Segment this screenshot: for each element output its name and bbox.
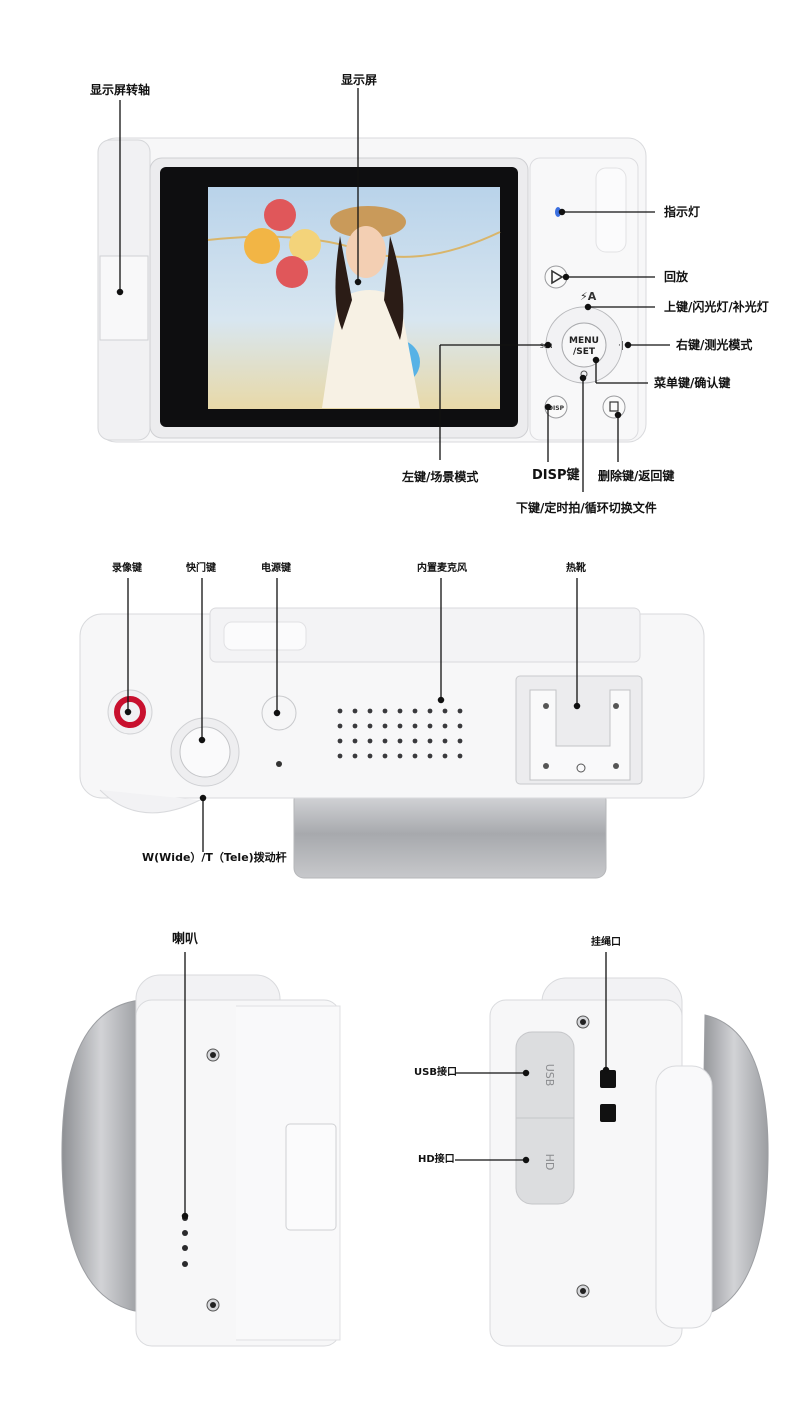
thumb-grip [595,167,627,253]
label-left-key: 左键/场景模式 [402,470,479,484]
balloon-red [264,199,296,231]
balloon-cream [289,229,321,261]
mic-grille [337,708,463,759]
label-strap: 挂绳口 [591,937,621,948]
lens-right-side [699,1014,769,1317]
balloon-yellow [244,228,280,264]
usb-port-text: USB [543,1064,556,1087]
label-mic: 内置麦克风 [417,563,467,574]
hot-shoe-rails [529,689,631,781]
label-power: 电源键 [261,563,291,574]
metering-icon: ·|· [618,341,627,351]
label-up-key: 上键/闪光灯/补光灯 [664,300,769,314]
trash-icon [609,401,619,412]
right-leaders [455,952,610,1164]
right-side-view: USB HD [489,977,769,1347]
left-side-view [61,974,341,1347]
record-button[interactable] [114,696,146,728]
label-right-key: 右键/测光模式 [676,338,753,352]
set-text: /SET [573,347,596,357]
label-delete-key: 删除键/返回键 [598,469,675,483]
top-leaders [124,578,581,852]
face [346,226,386,278]
label-usb: USB接口 [414,1067,457,1078]
label-indicator: 指示灯 [664,205,701,219]
back-leaders [116,88,670,492]
label-hotshoe: 热靴 [566,563,586,574]
lens-left-side [61,999,141,1313]
hair-left [335,236,352,330]
label-screen-hinge: 显示屏转轴 [90,83,151,97]
left-leaders [181,952,189,1220]
indicator-light [555,207,561,217]
strap-lug-bottom [600,1104,616,1122]
label-speaker: 喇叭 [172,932,199,947]
label-disp-key: DISP键 [532,468,580,483]
speaker-holes [182,1215,188,1267]
lens-barrel-top [293,789,607,879]
sun-hat [330,206,406,238]
right-grip [655,1065,713,1329]
strap-lug-top [600,1070,616,1088]
top-view [79,607,705,879]
play-icon [551,269,564,285]
balloon-red-2 [276,256,308,288]
delete-button[interactable] [602,395,626,419]
label-record: 录像键 [112,563,142,574]
shutter-button[interactable] [179,726,231,778]
menu-text: MENU [569,336,599,346]
disp-button-text: DISP [548,405,565,412]
hinge-segment [99,255,149,341]
label-down-key: 下键/定时拍/循环切换文件 [516,501,657,515]
grip-curve [99,789,201,814]
hair-right [384,236,404,340]
screen-hinge-top [223,621,307,651]
label-menu-key: 菜单键/确认键 [654,376,731,390]
label-screen: 显示屏 [341,73,378,87]
power-led [276,761,282,767]
menu-set-button[interactable] [561,322,607,368]
label-playback: 回放 [664,270,689,284]
hd-port-text: HD [543,1154,556,1171]
flash-icon: ⚡A [580,290,597,303]
label-hd: HD接口 [418,1154,455,1165]
left-hinge-tab [285,1123,337,1231]
top-back-ridge [209,607,641,663]
back-view: ⚡A MENU /SET SCN ·|· DISP [97,137,647,443]
label-shutter: 快门键 [186,563,216,574]
label-zoom: W(Wide）/T（Tele)拨动杆 [142,851,287,864]
